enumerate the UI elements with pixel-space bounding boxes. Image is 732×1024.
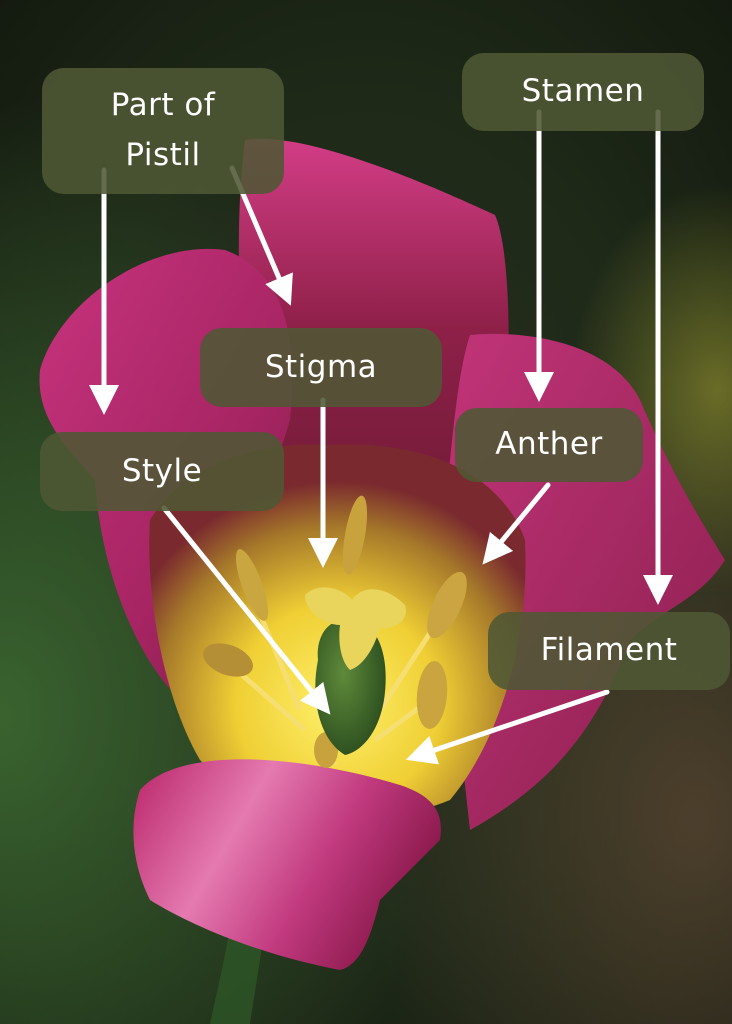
anther-shape bbox=[416, 661, 448, 729]
anther-shape bbox=[427, 571, 467, 639]
label-anther: Anther bbox=[455, 408, 643, 482]
label-filament-text: Filament bbox=[540, 632, 678, 669]
label-style-text: Style bbox=[121, 452, 203, 489]
label-style: Style bbox=[40, 432, 284, 511]
anther-shape bbox=[203, 643, 253, 677]
anther-shape bbox=[235, 549, 269, 621]
label-anther-text: Anther bbox=[495, 426, 603, 463]
label-part-of-pistil: Part of Pistil bbox=[42, 68, 284, 194]
stamens bbox=[203, 495, 467, 768]
label-part-of-pistil-text: Part of Pistil bbox=[110, 87, 216, 173]
label-filament: Filament bbox=[488, 612, 730, 690]
annotation-arrows bbox=[89, 109, 673, 765]
stigma-shape bbox=[305, 587, 406, 670]
label-stamen: Stamen bbox=[462, 53, 704, 131]
pistil bbox=[305, 587, 406, 755]
arrow-filament bbox=[405, 689, 610, 765]
petal-front bbox=[133, 759, 441, 970]
anther-shape bbox=[342, 495, 368, 575]
label-stamen-text: Stamen bbox=[521, 73, 645, 110]
arrow-anther bbox=[482, 482, 551, 565]
label-stigma-text: Stigma bbox=[264, 348, 378, 385]
label-stigma: Stigma bbox=[200, 328, 442, 407]
arrow-style bbox=[161, 505, 331, 715]
